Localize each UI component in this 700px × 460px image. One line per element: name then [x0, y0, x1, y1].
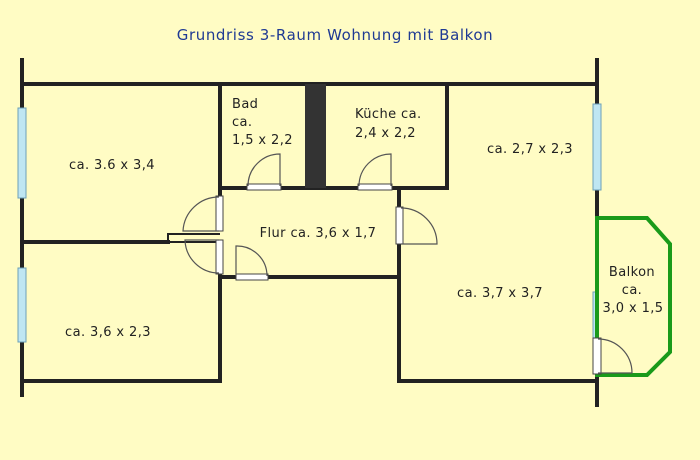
door-flur-bottom	[235, 245, 269, 281]
label-flur: Flur ca. 3,6 x 1,7	[260, 226, 377, 241]
label-room-bottom-right: ca. 3,7 x 3,7	[457, 286, 543, 301]
interior-walls	[20, 82, 449, 383]
label-room-top-left: ca. 3.6 x 3,4	[69, 158, 155, 173]
window-left-top	[17, 107, 27, 199]
label-kueche-name: Küche ca.	[355, 107, 421, 122]
door-bad	[246, 153, 282, 191]
label-bad-ca: ca.	[232, 115, 252, 130]
label-room-top-right: ca. 2,7 x 2,3	[487, 142, 573, 157]
door-balkon	[592, 337, 633, 375]
label-bad-name: Bad	[232, 97, 258, 112]
plan-title: Grundriss 3-Raum Wohnung mit Balkon	[177, 26, 494, 44]
window-right-top	[592, 103, 602, 191]
label-kueche-size: 2,4 x 2,2	[355, 126, 416, 141]
label-balkon-size: 3,0 x 1,5	[603, 301, 664, 316]
room-labels: ca. 3.6 x 3,4 ca. 3,6 x 2,3 Bad ca. 1,5 …	[65, 97, 663, 340]
label-bad-size: 1,5 x 2,2	[232, 133, 293, 148]
door-room-right	[395, 206, 438, 245]
window-left-bottom	[17, 267, 27, 343]
label-room-bottom-left: ca. 3,6 x 2,3	[65, 325, 151, 340]
doors	[182, 153, 633, 375]
door-room-top-left	[182, 195, 224, 232]
label-balkon-name: Balkon	[609, 265, 655, 280]
installation-shaft	[305, 84, 326, 188]
door-room-bottom-left	[184, 239, 224, 275]
door-kueche	[357, 153, 393, 191]
label-balkon-ca: ca.	[622, 283, 642, 298]
balcony-outline	[595, 216, 672, 377]
